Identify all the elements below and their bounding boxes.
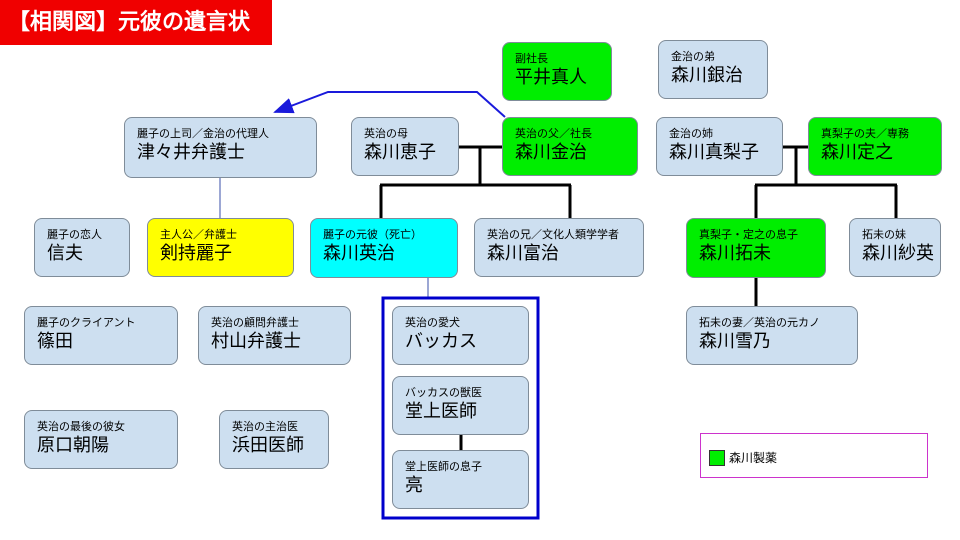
eiji-circle-group	[381, 296, 540, 520]
node-role: 真梨子・定之の息子	[699, 228, 798, 241]
node-role: 英治の最後の彼女	[37, 420, 125, 433]
node-keiko: 英治の母 森川恵子	[351, 117, 459, 176]
legend-swatch-company	[709, 450, 725, 466]
node-tsutsui: 麗子の上司／金治の代理人 津々井弁護士	[124, 117, 317, 178]
node-sadayuki: 真梨子の夫／専務 森川定之	[808, 117, 942, 176]
node-name: 剣持麗子	[160, 243, 232, 264]
node-role: 英治の主治医	[232, 420, 298, 433]
node-name: 村山弁護士	[211, 331, 301, 352]
node-name: 森川金治	[515, 142, 587, 163]
node-role: 麗子のクライアント	[37, 316, 136, 329]
node-role: 拓未の妻／英治の元カノ	[699, 316, 820, 329]
node-role: 副社長	[515, 52, 548, 65]
node-role: 英治の愛犬	[405, 316, 460, 329]
node-hirai: 副社長 平井真人	[502, 42, 612, 101]
node-name: 原口朝陽	[37, 435, 109, 456]
node-role: 英治の母	[364, 127, 408, 140]
node-role: 金治の姉	[669, 127, 713, 140]
node-name: 森川富治	[487, 243, 559, 264]
node-kinji: 英治の父／社長 森川金治	[502, 117, 638, 176]
node-nobuo: 麗子の恋人 信夫	[34, 218, 130, 277]
node-tomiji: 英治の兄／文化人類学学者 森川富治	[474, 218, 644, 277]
node-haraguchi: 英治の最後の彼女 原口朝陽	[24, 410, 178, 469]
node-role: 麗子の元彼（死亡）	[323, 228, 422, 241]
node-name: 篠田	[37, 331, 73, 352]
node-name: 平井真人	[515, 67, 587, 88]
node-gin: 金治の弟 森川銀治	[658, 40, 768, 99]
node-hamada: 英治の主治医 浜田医師	[219, 410, 329, 469]
node-name: バッカス	[405, 331, 477, 352]
node-name: 信夫	[47, 243, 83, 264]
node-name: 森川雪乃	[699, 331, 771, 352]
node-role: 金治の弟	[671, 50, 715, 63]
node-yukino: 拓未の妻／英治の元カノ 森川雪乃	[686, 306, 858, 365]
node-role: 堂上医師の息子	[405, 460, 482, 473]
node-name: 堂上医師	[405, 401, 477, 422]
node-name: 森川真梨子	[669, 142, 759, 163]
node-role: 英治の兄／文化人類学学者	[487, 228, 619, 241]
node-name: 森川拓未	[699, 243, 771, 264]
node-murayama: 英治の顧問弁護士 村山弁護士	[198, 306, 351, 365]
node-role: 英治の顧問弁護士	[211, 316, 299, 329]
node-role: 真梨子の夫／専務	[821, 127, 909, 140]
node-shinoda: 麗子のクライアント 篠田	[24, 306, 178, 365]
node-vet: バッカスの獣医 堂上医師	[392, 376, 529, 435]
node-name: 浜田医師	[232, 435, 304, 456]
node-sae: 拓未の妹 森川紗英	[849, 218, 941, 277]
node-name: 森川定之	[821, 142, 893, 163]
node-role: バッカスの獣医	[405, 386, 482, 399]
node-role: 英治の父／社長	[515, 127, 592, 140]
node-role: 拓未の妹	[862, 228, 906, 241]
node-reiko: 主人公／弁護士 剣持麗子	[147, 218, 294, 277]
node-role: 麗子の恋人	[47, 228, 102, 241]
legend-label-company: 森川製薬	[729, 451, 778, 465]
node-role: 麗子の上司／金治の代理人	[137, 127, 269, 140]
node-name: 森川紗英	[862, 243, 934, 264]
node-name: 亮	[405, 475, 423, 496]
legend: 森川製薬	[700, 433, 928, 478]
node-ryo: 堂上医師の息子 亮	[392, 450, 529, 509]
node-mariko: 金治の姉 森川真梨子	[656, 117, 783, 176]
representative-arrow	[273, 91, 506, 118]
node-role: 主人公／弁護士	[160, 228, 237, 241]
node-name: 森川銀治	[671, 65, 743, 86]
node-bacchus: 英治の愛犬 バッカス	[392, 306, 529, 365]
page-title: 【相関図】元彼の遺言状	[0, 0, 272, 45]
node-takumi: 真梨子・定之の息子 森川拓未	[686, 218, 826, 278]
node-name: 森川英治	[323, 243, 395, 264]
node-name: 森川恵子	[364, 142, 436, 163]
node-name: 津々井弁護士	[137, 142, 245, 163]
node-eiji: 麗子の元彼（死亡） 森川英治	[310, 218, 458, 278]
